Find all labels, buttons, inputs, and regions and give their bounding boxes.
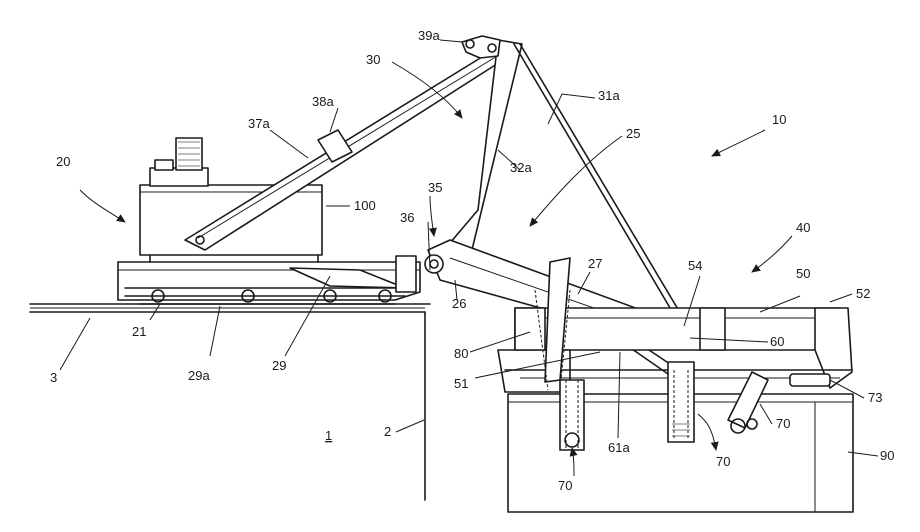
label-39a: 39a bbox=[418, 28, 440, 43]
label-80: 80 bbox=[454, 346, 468, 361]
carriage bbox=[118, 138, 420, 304]
label-61a: 61a bbox=[608, 440, 630, 455]
label-20: 20 bbox=[56, 154, 70, 169]
label-52: 52 bbox=[856, 286, 870, 301]
label-54: 54 bbox=[688, 258, 702, 273]
label-26: 26 bbox=[452, 296, 466, 311]
label-29: 29 bbox=[272, 358, 286, 373]
label-90: 90 bbox=[880, 448, 894, 463]
label-35: 35 bbox=[428, 180, 442, 195]
label-36: 36 bbox=[400, 210, 414, 225]
label-50: 50 bbox=[796, 266, 810, 281]
label-100: 100 bbox=[354, 198, 376, 213]
floor-structure bbox=[30, 304, 430, 500]
label-51: 51 bbox=[454, 376, 468, 391]
label-60: 60 bbox=[770, 334, 784, 349]
label-21: 21 bbox=[132, 324, 146, 339]
label-37a: 37a bbox=[248, 116, 270, 131]
label-40: 40 bbox=[796, 220, 810, 235]
label-27: 27 bbox=[588, 256, 602, 271]
label-1: 1 bbox=[325, 428, 332, 443]
label-10: 10 bbox=[772, 112, 786, 127]
label-3: 3 bbox=[50, 370, 57, 385]
label-29a: 29a bbox=[188, 368, 210, 383]
label-70-left: 70 bbox=[558, 478, 572, 493]
hydraulic-cylinder bbox=[185, 52, 500, 250]
label-2: 2 bbox=[384, 424, 391, 439]
label-32a: 32a bbox=[510, 160, 532, 175]
label-25: 25 bbox=[626, 126, 640, 141]
label-70-middle: 70 bbox=[716, 454, 730, 469]
label-70-right: 70 bbox=[776, 416, 790, 431]
label-30: 30 bbox=[366, 52, 380, 67]
label-73: 73 bbox=[868, 390, 882, 405]
label-38a: 38a bbox=[312, 94, 334, 109]
label-31a: 31a bbox=[598, 88, 620, 103]
